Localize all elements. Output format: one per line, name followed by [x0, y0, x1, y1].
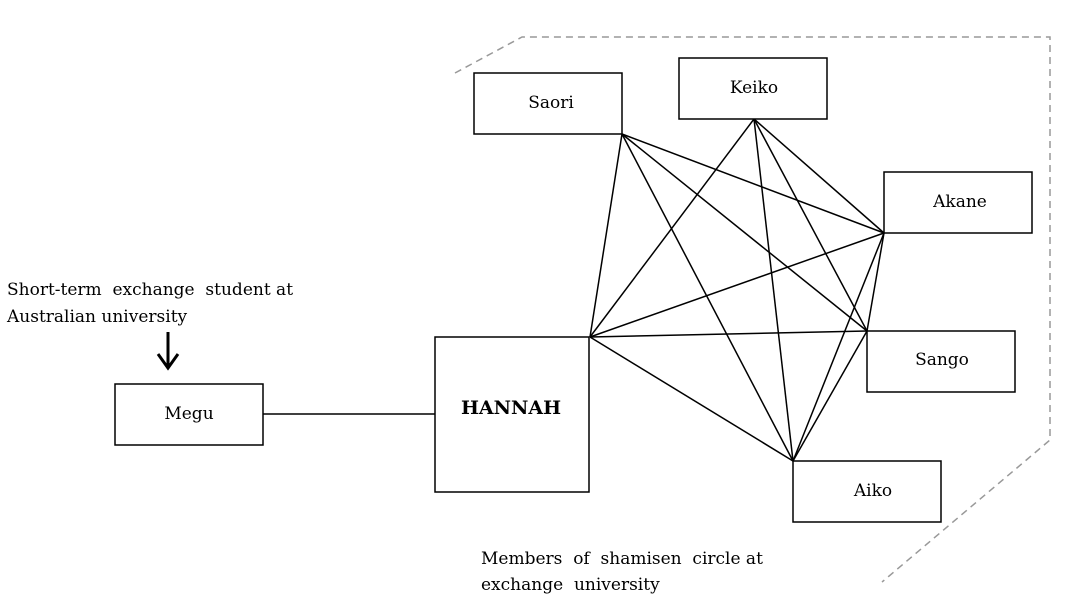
annotation-shamisen-circle-line-2: exchange university: [481, 575, 660, 595]
edge-keiko-sango: [753, 118, 868, 332]
edge-hannah-saori: [589, 133, 623, 338]
node-label-megu: Megu: [164, 404, 213, 424]
node-label-keiko: Keiko: [730, 78, 778, 98]
annotation-shamisen-circle: Members of shamisen circle at exchange u…: [481, 549, 768, 595]
node-akane: Akane: [883, 171, 1033, 234]
annotation-exchange-student: Short-term exchange student at Australia…: [6, 280, 298, 327]
edge-hannah-akane: [589, 232, 885, 338]
edge-keiko-aiko: [753, 118, 794, 462]
shamisen-circle-boundary: [454, 36, 1051, 583]
node-megu: Megu: [114, 383, 264, 446]
node-label-sango: Sango: [915, 350, 969, 370]
edge-akane-sango: [866, 232, 885, 332]
edge-saori-sango: [621, 133, 868, 332]
edge-hannah-aiko: [589, 336, 794, 462]
node-label-aiko: Aiko: [853, 481, 892, 501]
edge-saori-akane: [621, 133, 885, 234]
annotation-exchange-student-line-1: Short-term exchange student at: [7, 280, 293, 300]
annotation-exchange-student-line-2: Australian university: [6, 307, 188, 327]
node-label-akane: Akane: [932, 192, 987, 212]
edges: [263, 118, 885, 462]
node-sango: Sango: [866, 330, 1016, 393]
exchange-student-arrow: [156, 332, 180, 371]
node-hannah: HANNAH: [434, 336, 590, 493]
edge-keiko-akane: [753, 118, 885, 234]
edge-akane-aiko: [792, 232, 885, 462]
node-label-hannah: HANNAH: [461, 397, 561, 419]
edge-hannah-sango: [589, 330, 868, 338]
edge-saori-aiko: [621, 133, 794, 462]
node-keiko: Keiko: [678, 57, 828, 120]
node-saori: Saori: [473, 72, 623, 135]
edge-sango-aiko: [792, 330, 868, 462]
node-label-saori: Saori: [528, 93, 574, 113]
node-aiko: Aiko: [792, 460, 942, 523]
annotation-shamisen-circle-line-1: Members of shamisen circle at: [481, 549, 763, 569]
